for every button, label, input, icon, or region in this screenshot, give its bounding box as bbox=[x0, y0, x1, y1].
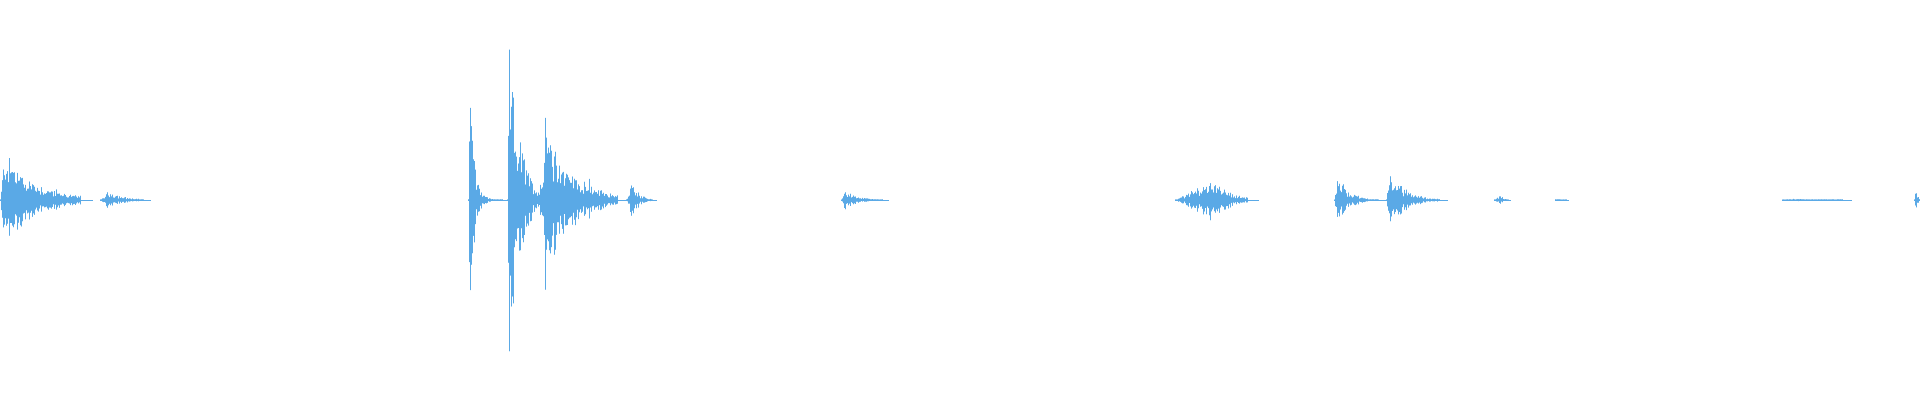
waveform-burst-path bbox=[0, 158, 81, 236]
waveform-burst bbox=[1555, 199, 1569, 201]
waveform-burst bbox=[1386, 176, 1448, 222]
waveform-burst bbox=[100, 192, 151, 208]
waveform-burst-path bbox=[468, 107, 503, 291]
waveform-burst bbox=[538, 117, 630, 290]
waveform-burst-path bbox=[1175, 183, 1248, 221]
waveform-burst bbox=[841, 192, 889, 210]
waveform-burst-path bbox=[1334, 181, 1379, 217]
waveform-burst bbox=[468, 107, 508, 291]
waveform-burst-path bbox=[1386, 176, 1440, 222]
waveform-burst-path bbox=[538, 117, 618, 290]
waveform-burst bbox=[626, 185, 657, 216]
waveform-burst bbox=[1782, 198, 1852, 202]
waveform-burst bbox=[1914, 193, 1920, 208]
waveform-burst bbox=[1334, 181, 1386, 217]
waveform-burst bbox=[1494, 196, 1511, 204]
waveform-burst bbox=[1175, 183, 1259, 221]
waveform-burst bbox=[0, 158, 93, 236]
